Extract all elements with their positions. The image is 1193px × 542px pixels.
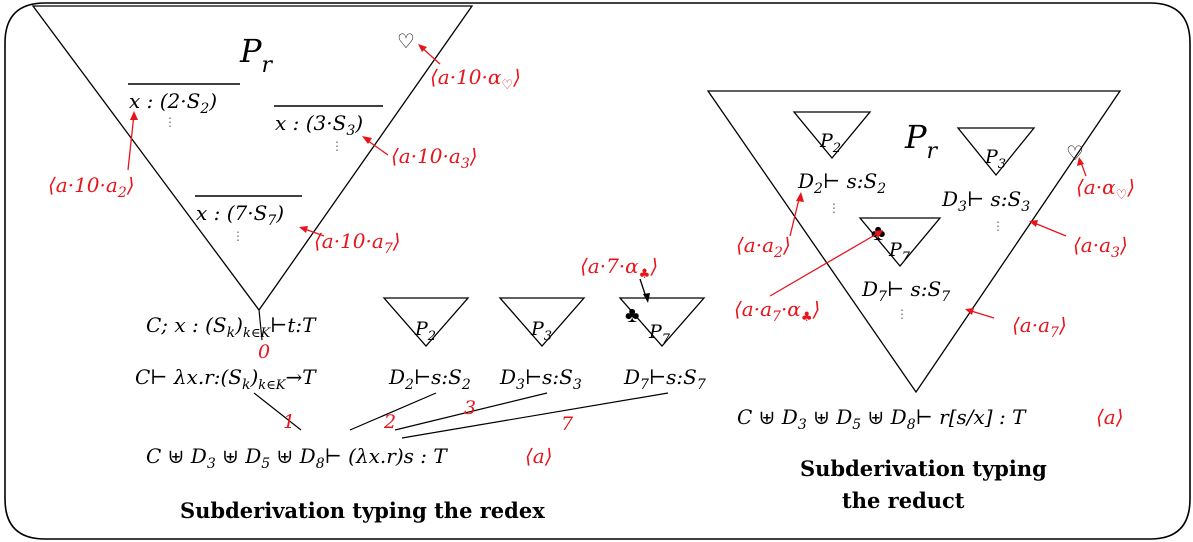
proof-triangle-pr xyxy=(31,5,474,312)
hyp3-dots: ⋮ xyxy=(331,139,343,153)
annotation-root-right: ⟨a⟩ xyxy=(1096,405,1124,429)
proof-triangle-pr-reduct xyxy=(706,90,1122,394)
hyp7-text: x : (7·S7) xyxy=(196,201,284,229)
edge-label-2: 2 xyxy=(383,411,396,433)
arrowhead-a3 xyxy=(362,136,372,144)
annotation-a2-reduct: ⟨a·a2⟩ xyxy=(736,233,791,261)
hyp2-text: x : (2·S2) xyxy=(129,89,217,117)
triangle-p3-reduct-label: P3 xyxy=(984,146,1006,172)
judgement-body: C; x : (Sk)k∈K⊢t:T xyxy=(146,313,317,341)
d3-dots: ⋮ xyxy=(992,219,1004,233)
premise-d7: D7⊢s:S7 xyxy=(623,365,706,393)
triangle-p7-label: P7 xyxy=(648,321,671,347)
edge-label-7: 7 xyxy=(561,413,574,435)
link-root-body xyxy=(258,309,263,341)
arrowhead-heart xyxy=(418,44,427,52)
link-1 xyxy=(253,392,302,431)
caption-right-line2: the reduct xyxy=(842,488,965,513)
edge-label-3: 3 xyxy=(464,397,476,419)
caption-left: Subderivation typing the redex xyxy=(180,498,545,523)
annotation-club: ⟨a·7·α♣⟩ xyxy=(580,254,658,282)
hyp7-dots: ⋮ xyxy=(232,229,244,243)
triangle-p2-reduct-label: P2 xyxy=(819,130,841,156)
outer-frame xyxy=(4,2,1191,540)
premise-d2: D2⊢s:S2 xyxy=(388,365,471,393)
link-2 xyxy=(349,392,437,431)
arrowhead-a7 xyxy=(299,226,308,233)
arrowhead-a3-reduct xyxy=(1029,220,1038,227)
premise-d7-reduct: D7⊢ s:S7 xyxy=(861,277,950,305)
proof-name-pr: Pr xyxy=(239,32,274,78)
triangle-p2-label: P2 xyxy=(414,318,436,344)
edge-label-0: 0 xyxy=(258,341,270,363)
arrowhead-a7-reduct xyxy=(965,308,974,315)
edge-label-1: 1 xyxy=(283,411,295,433)
premise-d3: D3⊢s:S3 xyxy=(499,365,582,393)
arrowhead-a7-club-reduct xyxy=(874,230,883,238)
club-icon: ♣ xyxy=(625,302,639,327)
annotation-a7-reduct: ⟨a·a7⟩ xyxy=(1012,313,1067,341)
arrow-a3-reduct xyxy=(1031,221,1067,237)
premise-d3-reduct: D3⊢ s:S3 xyxy=(941,187,1030,215)
triangle-p7-reduct xyxy=(858,217,942,268)
arrow-a2 xyxy=(127,113,135,171)
annotation-a2: ⟨a·10·a2⟩ xyxy=(48,173,135,201)
judgement-abstraction: C⊢ λx.r:(Sk)k∈K→T xyxy=(135,365,317,393)
heart-icon: ♡ xyxy=(397,31,415,53)
reduct-conclusion: C ⊎ D3 ⊎ D5 ⊎ D8⊢ r[s/x] : T xyxy=(737,405,1027,433)
redex-conclusion: C ⊎ D3 ⊎ D5 ⊎ D8⊢ (λx.r)s : T xyxy=(146,444,448,472)
annotation-a7: ⟨a·10·a7⟩ xyxy=(314,229,401,257)
annotation-heart: ⟨a·10·α♡⟩ xyxy=(430,65,521,93)
annotation-a3: ⟨a·10·a3⟩ xyxy=(391,144,478,172)
hyp2-dots: ⋮ xyxy=(164,115,176,129)
premise-d2-reduct: D2⊢ s:S2 xyxy=(797,169,886,197)
annotation-a3-reduct: ⟨a·a3⟩ xyxy=(1073,233,1128,261)
d2-dots: ⋮ xyxy=(828,201,840,215)
annotation-heart-reduct: ⟨a·α♡⟩ xyxy=(1076,175,1135,203)
arrowhead-heart-reduct xyxy=(1077,157,1084,166)
triangle-p7 xyxy=(618,297,706,347)
triangle-p3-reduct xyxy=(956,127,1036,177)
arrowhead-a2 xyxy=(130,111,138,120)
caption-right-line1: Subderivation typing xyxy=(800,456,1047,481)
arrowhead-a2-reduct xyxy=(796,192,804,202)
annotation-root-left: ⟨a⟩ xyxy=(525,444,553,468)
left-panel: Pr ♡ x : (2·S2) ⋮ x : (3·S3) ⋮ x : (7·S7… xyxy=(31,5,706,523)
arrow-a2-reduct xyxy=(789,194,801,237)
hyp3-text: x : (3·S3) xyxy=(275,111,363,139)
link-3 xyxy=(394,392,548,431)
right-panel: Pr ♡ P2 D2⊢ s:S2 ⋮ P3 D3⊢ s:S3 ⋮ ♣ P7 D7… xyxy=(706,90,1135,513)
triangle-p3 xyxy=(498,297,586,347)
triangle-p3-label: P3 xyxy=(530,318,552,344)
arrow-a7-club-reduct xyxy=(769,231,881,297)
triangle-p2-reduct xyxy=(792,111,872,160)
link-7 xyxy=(401,392,669,439)
annotation-a7-club-reduct: ⟨a·a7·α♣⟩ xyxy=(734,297,820,325)
proof-name-pr-reduct: Pr xyxy=(904,118,939,164)
triangle-p2 xyxy=(382,297,470,347)
triangle-p7-reduct-label: P7 xyxy=(888,239,911,265)
d7-dots: ⋮ xyxy=(896,307,908,321)
